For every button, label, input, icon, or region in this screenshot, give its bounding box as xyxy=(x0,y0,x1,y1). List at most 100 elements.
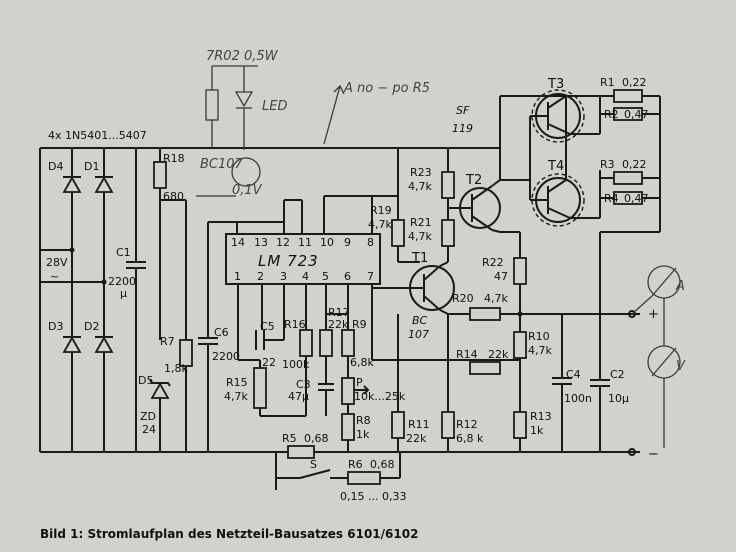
label-p: P xyxy=(356,376,363,389)
diodes-header: 4x 1N5401...5407 xyxy=(48,129,147,142)
ic-lm723 xyxy=(225,195,381,296)
label-r12: R12 xyxy=(456,418,478,431)
value-r11: 22k xyxy=(406,432,427,445)
label-r2: R2 xyxy=(604,108,619,121)
value-r17: 22k xyxy=(328,318,349,331)
label-r18: R18 xyxy=(163,152,185,165)
ic-support-network xyxy=(237,296,520,452)
t1-type-b: 107 xyxy=(408,328,429,341)
hand-note-top: 7R02 0,5W xyxy=(206,49,279,64)
value-r18: 680 xyxy=(163,190,184,203)
label-r9: R9 xyxy=(352,318,367,331)
value-c3: 47μ xyxy=(288,390,309,403)
value-r23: 4,7k xyxy=(408,180,432,193)
meter-v-label: V xyxy=(676,359,686,374)
pin-10: 10 xyxy=(320,236,334,249)
pin-3: 3 xyxy=(280,270,287,283)
value-r15: 4,7k xyxy=(224,390,248,403)
label-t2: T2 xyxy=(465,173,482,188)
input-voltage: 28V xyxy=(46,256,68,269)
hand-note-arrow: A no − po R5 xyxy=(343,81,430,96)
value-r14: 22k xyxy=(488,348,509,361)
t2-type-b: 119 xyxy=(452,122,473,135)
ic-pin-numbers-top: 14 13 12 11 10 9 8 xyxy=(231,236,374,249)
label-r10: R10 xyxy=(528,330,550,343)
label-r19: R19 xyxy=(370,204,392,217)
value-c4: 100n xyxy=(564,392,592,405)
ic-pin-numbers-bottom: 1 2 3 4 5 6 7 xyxy=(234,270,374,283)
output-network xyxy=(275,307,640,490)
label-r8: R8 xyxy=(356,414,371,427)
value-r4: 0,47 xyxy=(624,192,649,205)
label-r17: R17 xyxy=(328,306,350,319)
pin-8: 8 xyxy=(367,236,374,249)
label-r13: R13 xyxy=(530,410,552,423)
pin-5: 5 xyxy=(322,270,329,283)
value-p: 10k...25k xyxy=(354,390,406,403)
pin-4: 4 xyxy=(302,270,309,283)
value-r12: 6,8 k xyxy=(456,432,484,445)
value-c6: 2200 xyxy=(212,350,240,363)
label-d3: D3 xyxy=(48,320,63,333)
label-r1: R1 xyxy=(600,76,615,89)
hand-note-small: 0,1V xyxy=(232,183,263,198)
hand-led-mod xyxy=(196,65,345,197)
label-s: S xyxy=(310,458,317,471)
value-r7: 1,8k xyxy=(164,362,188,375)
output-minus: − xyxy=(648,447,659,462)
input-ac-symbol: ~ xyxy=(50,270,59,283)
ic-label: LM 723 xyxy=(258,252,319,270)
label-r7: R7 xyxy=(160,335,175,348)
value-r16: 100k xyxy=(282,358,310,371)
value-c2: 10μ xyxy=(608,392,629,405)
meter-a-label: A xyxy=(675,279,685,294)
r18-r7-zener-branch xyxy=(149,148,193,452)
label-r11: R11 xyxy=(408,418,430,431)
value-c5: 22 xyxy=(262,356,276,369)
label-r22: R22 xyxy=(482,256,504,269)
value-r21: 4,7k xyxy=(408,230,432,243)
label-r23: R23 xyxy=(410,166,432,179)
value-r6: 0,68 xyxy=(370,458,395,471)
label-r3: R3 xyxy=(600,158,615,171)
value-r13: 1k xyxy=(530,424,544,437)
label-r5: R5 xyxy=(282,432,297,445)
label-c6: C6 xyxy=(214,326,229,339)
value-r5: 0,68 xyxy=(304,432,329,445)
bridge-rectifier xyxy=(39,148,114,452)
label-r16: R16 xyxy=(284,318,306,331)
pin-2: 2 xyxy=(257,270,264,283)
label-d2: D2 xyxy=(84,320,99,333)
label-d1: D1 xyxy=(84,160,99,173)
label-t3: T3 xyxy=(547,77,564,92)
unit-c1: μ xyxy=(120,287,127,300)
value-r19: 4,7k xyxy=(368,218,392,231)
figure-caption: Bild 1: Stromlaufplan des Netzteil-Bausa… xyxy=(40,527,418,541)
pin-7: 7 xyxy=(367,270,374,283)
pin-6: 6 xyxy=(344,270,351,283)
value-r22: 47 xyxy=(494,270,508,283)
hand-note-bc: BC107 xyxy=(200,157,244,172)
power-stage xyxy=(499,89,661,320)
label-r14: R14 xyxy=(456,348,478,361)
label-r4: R4 xyxy=(604,192,619,205)
label-t4: T4 xyxy=(547,159,564,174)
hand-meters xyxy=(631,265,681,448)
output-plus: + xyxy=(648,307,659,322)
driver-stage xyxy=(372,148,527,452)
pin-1: 1 xyxy=(234,270,241,283)
hand-note-led: LED xyxy=(262,99,287,114)
label-c1: C1 xyxy=(116,246,131,259)
capacitor-c1 xyxy=(126,148,146,452)
capacitor-c6 xyxy=(198,221,284,452)
pin-14: 14 xyxy=(231,236,245,249)
label-r6: R6 xyxy=(348,458,363,471)
value-c1: 2200 xyxy=(108,275,136,288)
value-r2: 0,47 xyxy=(624,108,649,121)
label-r15: R15 xyxy=(226,376,248,389)
label-c3: C3 xyxy=(296,378,311,391)
value-r3: 0,22 xyxy=(622,158,647,171)
value-r20: 4,7k xyxy=(484,292,508,305)
pin-12: 12 xyxy=(276,236,290,249)
